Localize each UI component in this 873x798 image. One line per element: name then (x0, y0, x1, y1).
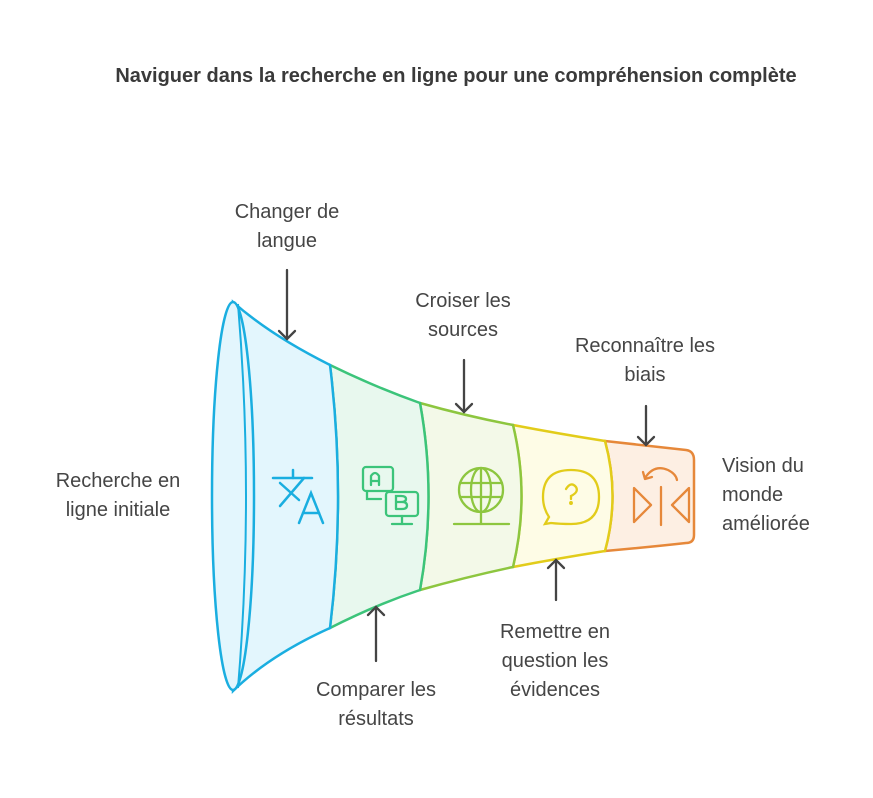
label-croiser-sources: Croiser les sources (383, 287, 543, 345)
label-remettre-en-question: Remettre en question les évidences (468, 618, 642, 705)
label-line: Reconnaître les (574, 335, 716, 357)
label-vision-monde: Vision du monde améliorée (722, 452, 810, 539)
label-line: améliorée (722, 513, 810, 535)
funnel-segment-evidences (511, 423, 614, 569)
label-line: langue (256, 230, 318, 252)
funnel-mouth (210, 300, 256, 692)
translate-icon (271, 468, 325, 525)
ab-compare-icon (361, 465, 420, 526)
arrow-up-icon (546, 558, 566, 602)
label-line: sources (427, 319, 499, 341)
label-line: évidences (509, 679, 601, 701)
label-line: Changer de (234, 201, 340, 223)
label-comparer-resultats: Comparer les résultats (293, 676, 459, 734)
funnel-segment-resultats (328, 362, 430, 631)
arrow-down-icon (454, 358, 474, 414)
label-changer-langue: Changer de langue (207, 198, 367, 256)
arrow-down-icon (636, 404, 656, 447)
label-line: question les (501, 650, 609, 672)
label-line: monde (722, 484, 784, 506)
label-line: Remettre en (499, 621, 611, 643)
label-line: Comparer les (315, 679, 437, 701)
label-recherche-initiale: Recherche en ligne initiale (38, 467, 198, 525)
label-line: résultats (338, 708, 414, 730)
diagram-title: Naviguer dans la recherche en ligne pour… (115, 65, 797, 87)
label-line: Croiser les (415, 290, 511, 312)
arrow-up-icon (366, 605, 386, 663)
mirror-flip-icon (632, 467, 691, 527)
funnel-segment-langue (231, 299, 340, 694)
arrow-down-icon (277, 268, 297, 341)
question-bubble-icon (541, 468, 601, 526)
label-line: biais (624, 364, 666, 386)
label-line: Recherche en (55, 470, 181, 492)
label-line: Vision du (722, 455, 804, 477)
label-line: ligne initiale (65, 499, 171, 521)
globe-network-icon (452, 466, 511, 526)
label-reconnaitre-biais: Reconnaître les biais (550, 332, 740, 390)
arrows (277, 268, 656, 663)
